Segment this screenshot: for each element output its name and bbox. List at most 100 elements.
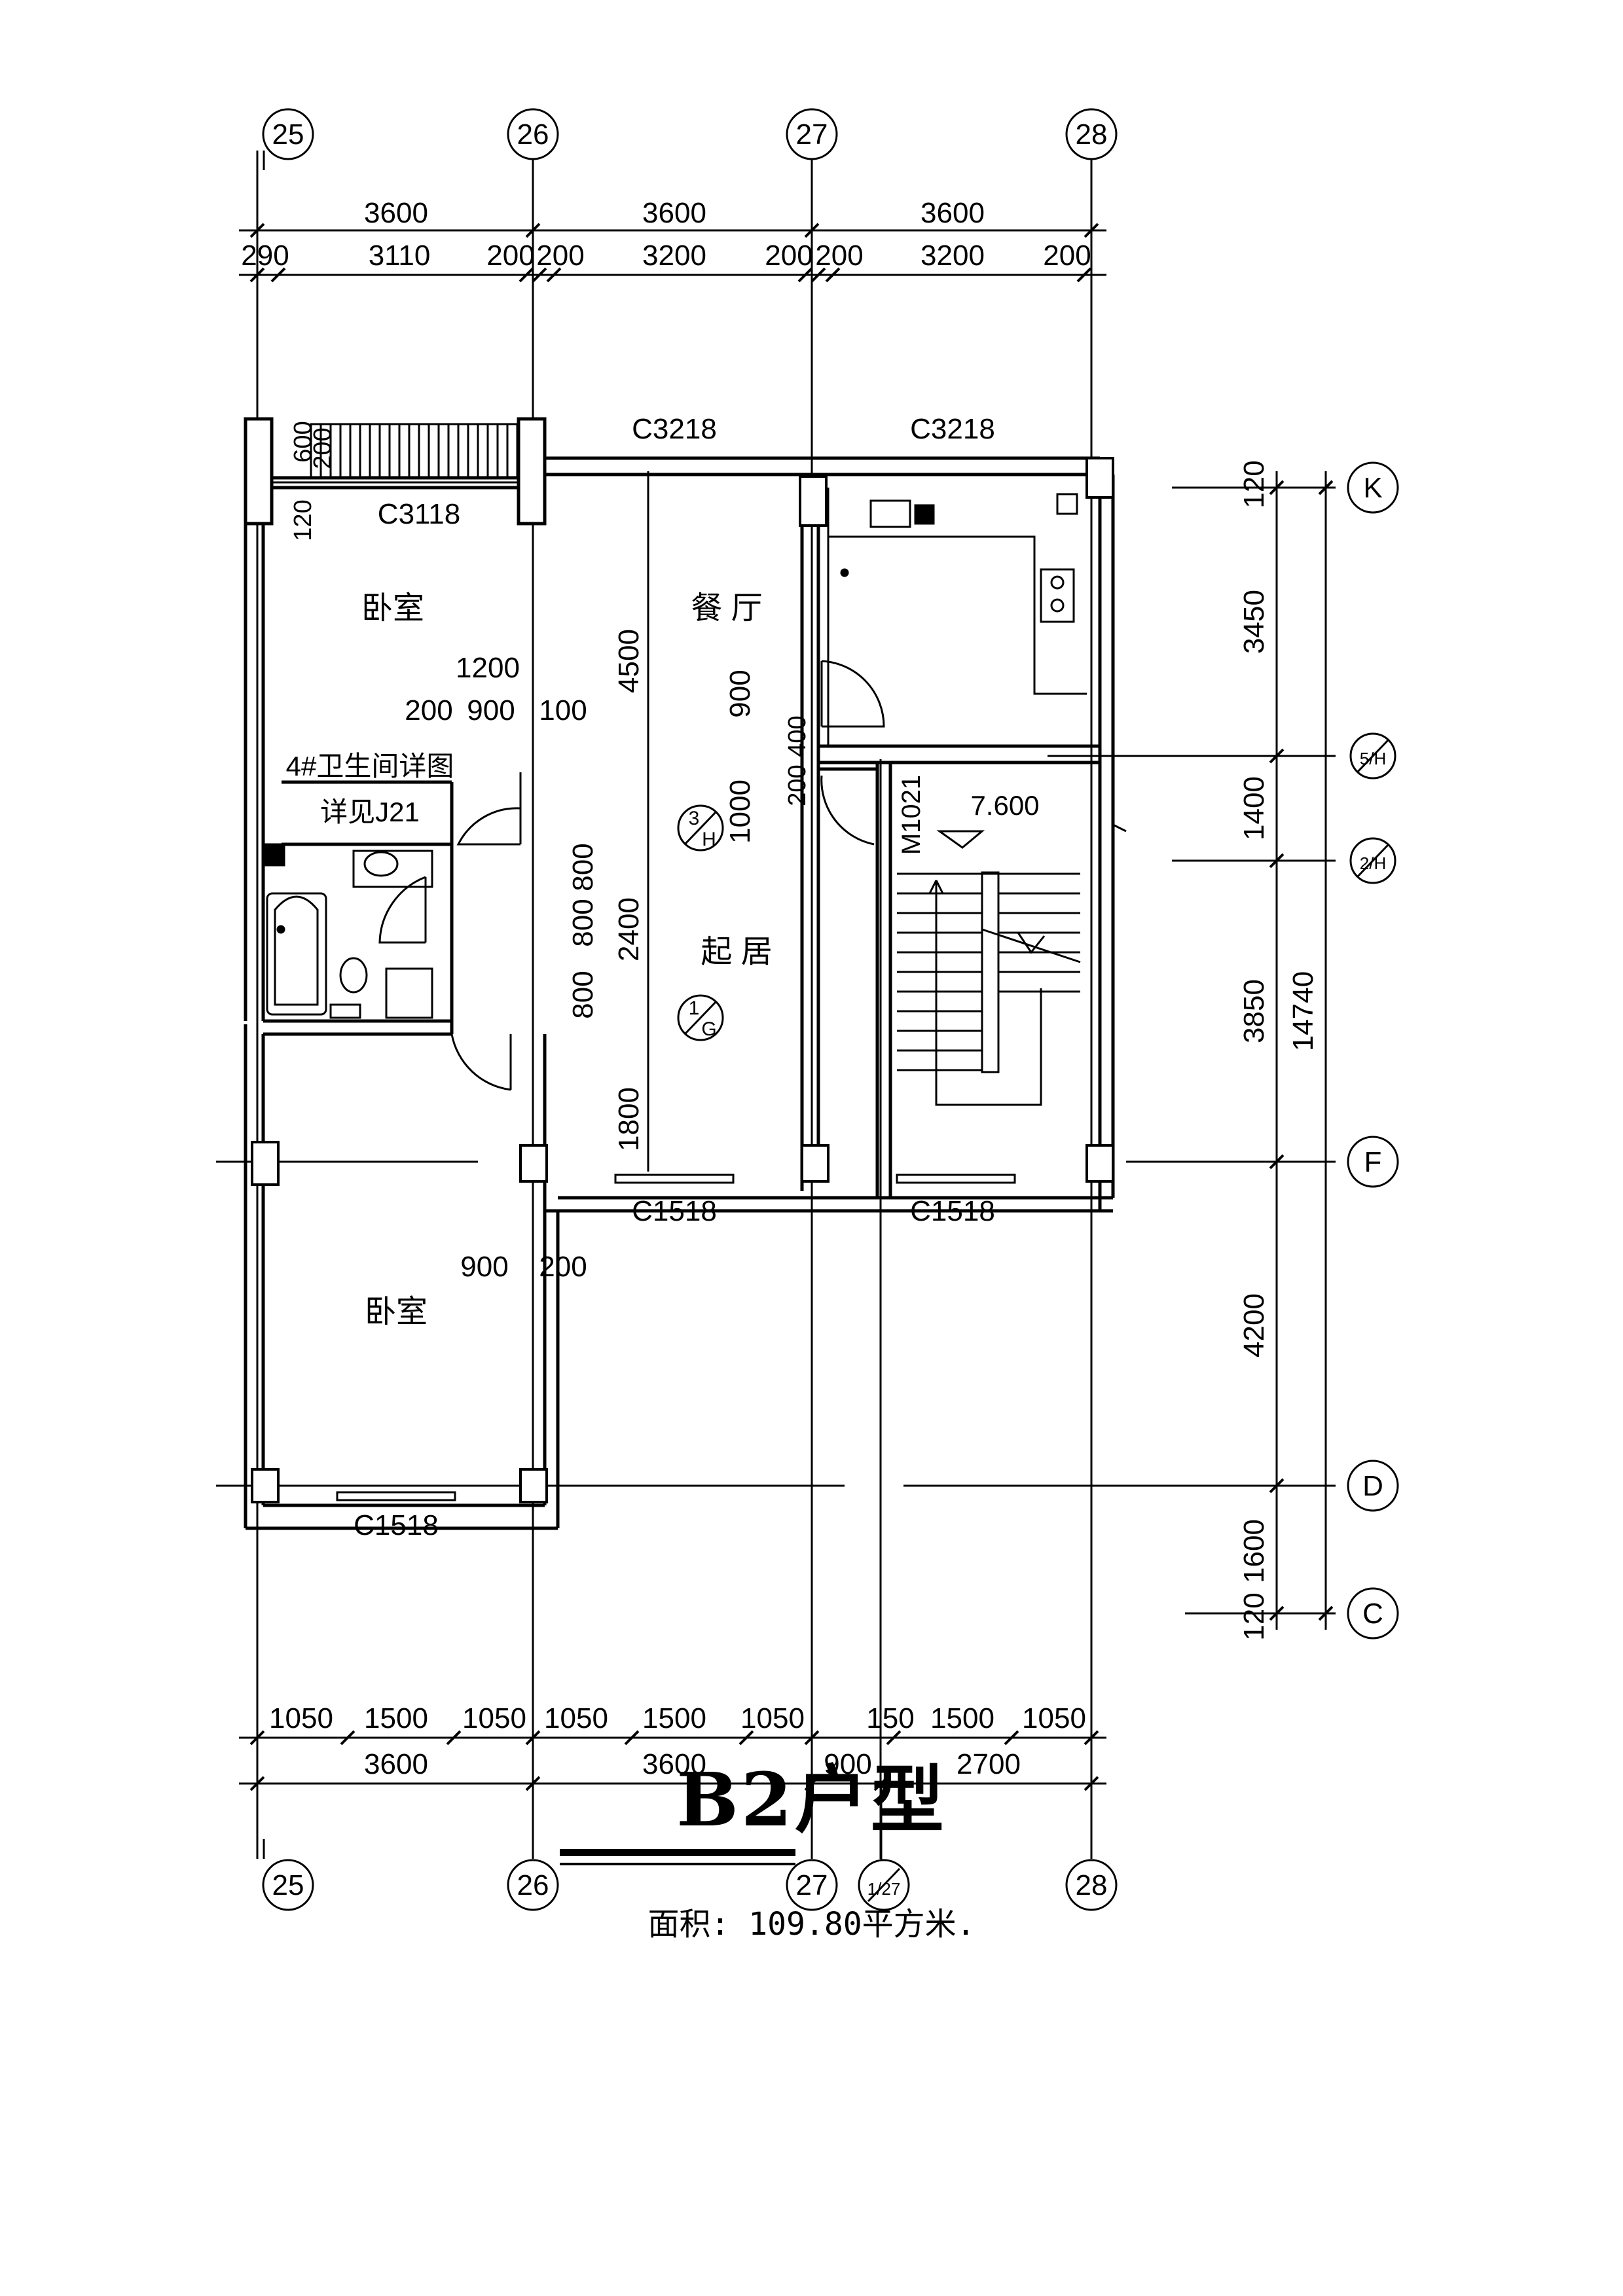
- dim-bottom-detail: 150: [866, 1702, 914, 1734]
- dim-internal: 1000: [724, 780, 756, 844]
- dim-bottom-total: 3600: [364, 1748, 428, 1780]
- dim-internal: 1200: [456, 652, 520, 684]
- dim-internal: 900: [460, 1251, 508, 1283]
- dim-bottom-detail: 1050: [269, 1702, 333, 1734]
- dim-top-detail: 3200: [642, 240, 706, 272]
- dim-internal: 100: [539, 694, 587, 726]
- door-label: M1021: [897, 775, 926, 855]
- axis-label-right: C: [1362, 1598, 1383, 1630]
- bath-detail-note: 4#卫生间详图: [286, 751, 454, 781]
- dim-top-detail: 200: [486, 240, 534, 272]
- axis-label-top: 25: [272, 118, 304, 151]
- section-mark-text: 1: [689, 997, 700, 1019]
- dim-top-detail: 200: [1043, 240, 1091, 272]
- axis-label-right: K: [1363, 472, 1382, 504]
- dim-internal: 600: [289, 421, 317, 462]
- dim-top-total: 3600: [642, 197, 706, 229]
- dim-internal: 4500: [613, 629, 645, 693]
- section-mark-text: 3: [689, 808, 700, 829]
- dim-bottom-detail: 1050: [1022, 1702, 1086, 1734]
- dim-top-detail: 200: [536, 240, 584, 272]
- balcony-railing: [310, 423, 519, 479]
- section-mark-text: G: [701, 1018, 716, 1040]
- dim-top-total: 3600: [364, 197, 428, 229]
- dim-internal: 120: [289, 499, 317, 541]
- dim-top-detail: 3110: [369, 240, 431, 272]
- dim-internal: 800: [567, 971, 599, 1018]
- dim-top-detail: 200: [765, 240, 812, 272]
- axis-label-bottom: 28: [1076, 1869, 1108, 1901]
- dim-internal: 1800: [613, 1087, 645, 1151]
- axis-label-bottom: 27: [796, 1869, 828, 1901]
- dim-internal: 400: [784, 715, 811, 757]
- dim-bottom-total: 3600: [642, 1748, 706, 1780]
- axis-label-top: 26: [517, 118, 549, 151]
- staircase: [897, 823, 1127, 1106]
- window-label: C1518: [632, 1195, 717, 1227]
- dim-bottom-total: 2700: [957, 1748, 1021, 1780]
- axis-bubbles: [262, 108, 1399, 1911]
- dim-right-detail: 120: [1238, 460, 1270, 508]
- room-label-living: 起 居: [701, 935, 772, 969]
- room-label-dining: 餐 厅: [691, 591, 762, 626]
- dim-right-total: 14740: [1287, 971, 1319, 1051]
- dimension-ticks: [249, 223, 1334, 1791]
- plan-title: B2户型: [676, 1757, 947, 1843]
- dim-top-detail: 290: [241, 240, 289, 272]
- grid-lines: [216, 151, 1336, 1859]
- dim-bottom-detail: 1500: [364, 1702, 428, 1734]
- window-label: C3218: [910, 413, 995, 445]
- room-label-bedroom: 卧室: [361, 591, 424, 626]
- window-label: C1518: [910, 1195, 995, 1227]
- dim-internal: 800: [567, 899, 599, 946]
- axis-label-bottom: 1/27: [867, 1879, 901, 1899]
- dim-internal: 900: [467, 694, 515, 726]
- dim-internal: 900: [724, 670, 756, 717]
- bathroom-fixtures: [262, 843, 433, 1019]
- columns: [251, 457, 1114, 1503]
- dim-bottom-detail: 1500: [930, 1702, 994, 1734]
- dim-top-detail: 200: [815, 240, 863, 272]
- area-text: 面积: 109.80平方米.: [647, 1906, 976, 1943]
- dim-right-detail: 1600: [1238, 1519, 1270, 1583]
- section-mark-text: H: [702, 829, 716, 850]
- dim-bottom-detail: 1050: [740, 1702, 805, 1734]
- bath-detail-note: 详见J21: [320, 797, 420, 827]
- axis-label-right: F: [1364, 1146, 1382, 1178]
- axis-label-right: 2/H: [1360, 853, 1386, 873]
- dim-right-detail: 120: [1238, 1592, 1270, 1640]
- dim-bottom-detail: 1050: [462, 1702, 526, 1734]
- dim-internal: 200: [309, 427, 337, 469]
- dim-right-detail: 4200: [1238, 1293, 1270, 1357]
- axis-label-top: 28: [1076, 118, 1108, 151]
- axis-label-right: 5/H: [1360, 749, 1386, 768]
- window-label: C1518: [354, 1509, 439, 1541]
- window-label: C3218: [632, 413, 717, 445]
- axis-label-bottom: 25: [272, 1869, 304, 1901]
- title-underline: [560, 1849, 795, 1856]
- dim-bottom-total: 900: [824, 1748, 871, 1780]
- dim-internal: 2400: [613, 897, 645, 961]
- doors: [378, 660, 885, 1091]
- dim-top-detail: 3200: [921, 240, 985, 272]
- axis-label-right: D: [1362, 1470, 1383, 1502]
- dimension-lines: [239, 229, 1106, 1865]
- dim-internal: 200: [539, 1251, 587, 1283]
- axis-label-bottom: 26: [517, 1869, 549, 1901]
- dim-bottom-detail: 1050: [544, 1702, 608, 1734]
- window-frames: [272, 481, 1016, 1501]
- window-label: C3118: [378, 498, 460, 530]
- dim-right-detail: 1400: [1238, 776, 1270, 840]
- room-label-bedroom: 卧室: [365, 1295, 428, 1329]
- dim-internal: 200: [405, 694, 452, 726]
- section-marks: [677, 732, 1396, 1041]
- axis-label-top: 27: [796, 118, 828, 151]
- dim-top-total: 3600: [921, 197, 985, 229]
- dim-internal: 200: [784, 764, 811, 806]
- elevation-label: 7.600: [970, 790, 1039, 821]
- dim-right-detail: 3850: [1238, 979, 1270, 1043]
- dim-right-detail: 3450: [1238, 590, 1270, 654]
- dim-bottom-detail: 1500: [642, 1702, 706, 1734]
- drawing-text: 25 26 27 28 25 26 27 1/27 28 K 5/H 2/H F…: [241, 118, 1386, 1901]
